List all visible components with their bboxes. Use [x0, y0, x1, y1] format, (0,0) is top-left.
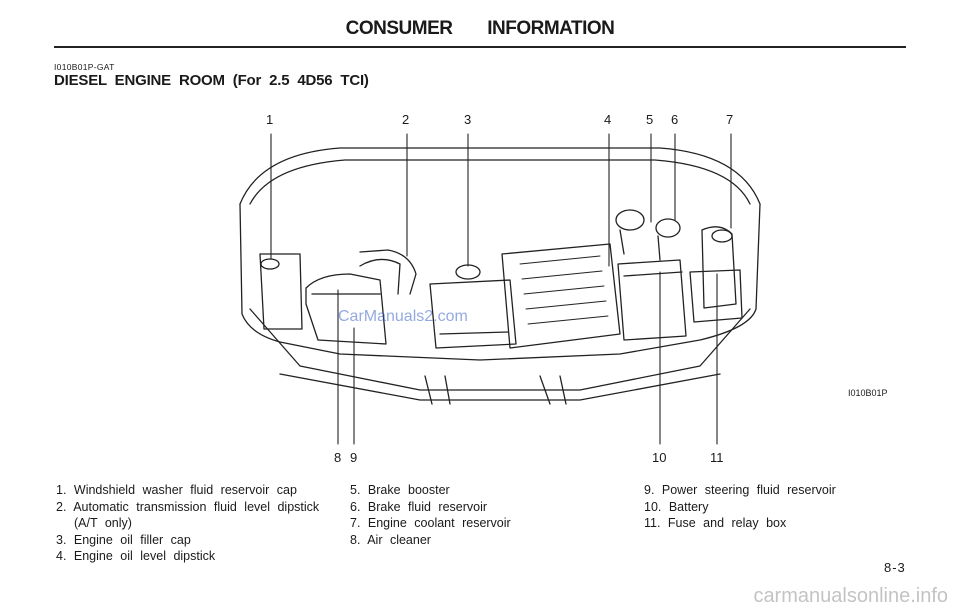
page-header-title: CONSUMER INFORMATION — [345, 18, 615, 39]
page-number: 8-3 — [884, 560, 906, 575]
callout-6: 6 — [671, 112, 679, 127]
callout-5: 5 — [646, 112, 654, 127]
section-title: DIESEL ENGINE ROOM (For 2.5 4D56 TCI) — [54, 72, 369, 89]
legend-item: 11. Fuse and relay box — [644, 516, 787, 530]
legend-column-3: 9. Power steering fluid reservoir 10. Ba… — [644, 482, 836, 532]
figure-code: I010B01P — [848, 388, 888, 398]
legend-item: 4. Engine oil level dipstick — [56, 549, 216, 563]
section-code: I010B01P-GAT — [54, 62, 115, 72]
header-rule — [54, 46, 906, 48]
legend-item: 1. Windshield washer fluid reservoir cap — [56, 483, 297, 497]
legend-item: 6. Brake fluid reservoir — [350, 499, 488, 514]
legend-item: (A/T only) — [74, 516, 132, 530]
legend-item: 8. Air cleaner — [350, 532, 431, 547]
engine-room-illustration: 1 2 3 4 5 6 7 8 9 10 11 — [220, 104, 780, 474]
callout-3: 3 — [464, 112, 472, 127]
legend-item: 5. Brake booster — [350, 483, 450, 497]
watermark-middle: CarManuals2.com — [338, 308, 468, 325]
watermark-footer: carmanualsonline.info — [753, 585, 948, 607]
legend-item: 7. Engine coolant reservoir — [350, 516, 511, 530]
legend-item: 2. Automatic transmission fluid level di… — [56, 499, 320, 514]
callout-4: 4 — [604, 112, 612, 127]
legend-item: 9. Power steering fluid reservoir — [644, 483, 836, 497]
legend-item: 3. Engine oil filler cap — [56, 532, 191, 547]
callout-2: 2 — [402, 112, 410, 127]
callout-9: 9 — [350, 450, 358, 465]
callout-10: 10 — [652, 450, 667, 465]
legend-item: 10. Battery — [644, 499, 709, 514]
callout-8: 8 — [334, 450, 342, 465]
callout-7: 7 — [726, 112, 734, 127]
engine-room-drawing — [239, 133, 761, 445]
callout-1: 1 — [266, 112, 274, 127]
legend-column-1: 1. Windshield washer fluid reservoir cap… — [56, 482, 319, 565]
legend-column-2: 5. Brake booster 6. Brake fluid reservoi… — [350, 482, 511, 548]
callout-11: 11 — [710, 450, 724, 465]
